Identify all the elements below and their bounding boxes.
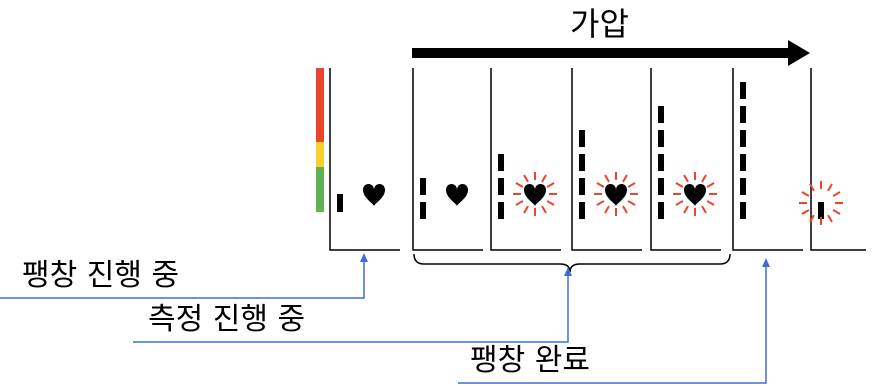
pulse-burst-icon: [513, 172, 557, 216]
scale-red: [316, 68, 324, 142]
burst-ray: [622, 174, 628, 183]
pressure-bar: [818, 202, 824, 219]
burst-ray: [675, 200, 684, 206]
heart-icon: [363, 184, 385, 206]
heart-icon: [446, 184, 468, 206]
panel-frame: [650, 68, 721, 251]
burst-ray: [832, 209, 841, 215]
pulse-burst-icon: [594, 172, 638, 216]
burst-ray: [523, 205, 529, 214]
panel-frame: [571, 68, 642, 251]
pressure-bar: [658, 130, 664, 147]
burst-ray: [596, 182, 605, 188]
burst-ray: [683, 174, 689, 183]
pressure-bar: [579, 202, 585, 219]
burst-ray: [515, 200, 524, 206]
panel-frame: [329, 68, 400, 251]
cuff-panel: [799, 68, 866, 251]
pressure-bar: [579, 154, 585, 171]
pressurize-arrow-icon: [412, 40, 810, 66]
burst-ray: [801, 209, 810, 215]
cuff-panels: [329, 68, 866, 251]
pulse-burst-icon: [673, 172, 717, 216]
pressure-bar: [498, 202, 504, 219]
panel-frame: [412, 68, 483, 251]
burst-ray: [604, 205, 610, 214]
burst-ray: [604, 174, 610, 183]
burst-ray: [827, 214, 833, 223]
burst-ray: [596, 200, 605, 206]
burst-ray: [809, 214, 815, 223]
pressure-bar: [658, 202, 664, 219]
arrowhead-inflating: [360, 253, 368, 262]
heart-icon: [684, 184, 706, 206]
diagram-title: 가압: [570, 5, 629, 43]
arrowhead-inflated: [762, 258, 770, 267]
burst-ray: [701, 205, 707, 214]
cuff-panel: [571, 68, 642, 251]
burst-ray: [683, 205, 689, 214]
pressure-bar: [420, 178, 426, 195]
pressure-bar: [740, 130, 746, 147]
pressure-bar: [498, 154, 504, 171]
burst-ray: [706, 200, 715, 206]
pressure-bar: [658, 154, 664, 171]
burst-ray: [523, 174, 529, 183]
heart-icon: [605, 184, 627, 206]
heart-icon: [524, 184, 546, 206]
cuff-panel: [732, 68, 803, 251]
pressure-bar: [420, 202, 426, 219]
pressure-bar: [740, 154, 746, 171]
burst-ray: [622, 205, 628, 214]
pressure-color-scale: [316, 68, 324, 212]
label-inflated: 팽창 완료: [470, 343, 590, 378]
pressure-bar: [658, 178, 664, 195]
burst-ray: [627, 200, 636, 206]
pressure-bar: [498, 178, 504, 195]
leader-inflating: [0, 256, 365, 299]
pressure-bar: [740, 82, 746, 99]
burst-ray: [701, 174, 707, 183]
leader-measuring: [133, 270, 569, 343]
scale-yellow: [316, 142, 324, 167]
scale-green: [316, 167, 324, 212]
cuff-panel: [412, 68, 483, 251]
cuff-panel: [329, 68, 400, 251]
burst-ray: [675, 182, 684, 188]
pressure-bar: [579, 130, 585, 147]
pressure-bar: [337, 194, 343, 212]
label-inflating: 팽창 진행 중: [22, 258, 180, 293]
pressure-bar: [658, 106, 664, 123]
leader-inflated: [458, 261, 767, 384]
cuff-panel: [650, 68, 721, 251]
burst-ray: [832, 191, 841, 197]
burst-ray: [801, 191, 810, 197]
pressure-bar: [740, 106, 746, 123]
panel-frame: [732, 68, 803, 251]
burst-ray: [627, 182, 636, 188]
panel-frame: [490, 68, 561, 251]
cuff-panel: [490, 68, 561, 251]
arrowhead-measuring: [564, 267, 572, 276]
burst-ray: [827, 183, 833, 192]
pressure-bar: [740, 202, 746, 219]
pressure-bar: [740, 178, 746, 195]
panel-frame: [810, 68, 866, 251]
leader-lines: [0, 253, 770, 384]
pressure-bar: [579, 178, 585, 195]
burst-ray: [515, 182, 524, 188]
burst-ray: [809, 183, 815, 192]
burst-ray: [546, 200, 555, 206]
brace-icon: [413, 253, 731, 273]
pulse-burst-icon: [799, 181, 843, 225]
burst-ray: [706, 182, 715, 188]
label-measuring: 측정 진행 중: [148, 302, 306, 337]
burst-ray: [541, 205, 547, 214]
burst-ray: [541, 174, 547, 183]
burst-ray: [546, 182, 555, 188]
